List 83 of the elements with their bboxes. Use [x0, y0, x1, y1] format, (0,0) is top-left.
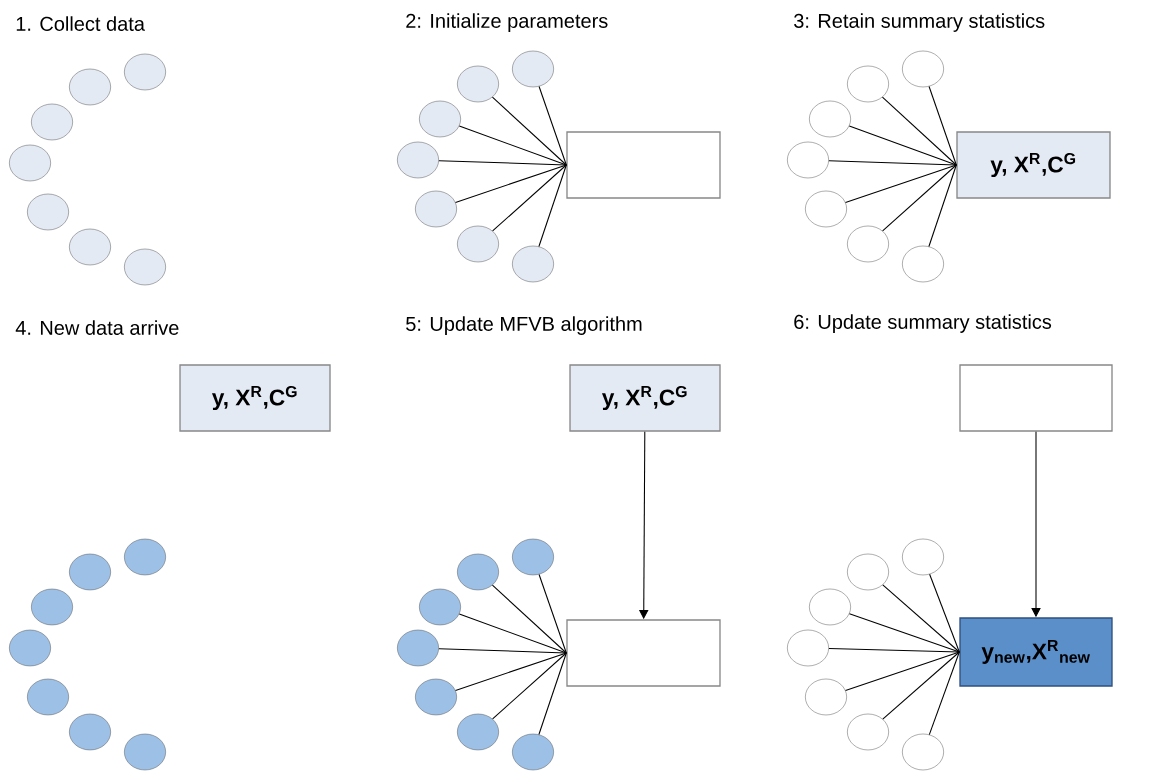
- text-box: y, X$^{R}$,C$^{G}$: [179, 364, 331, 432]
- circle: [902, 50, 944, 88]
- circle: [902, 245, 944, 283]
- circle: [457, 225, 499, 263]
- circle: [512, 245, 554, 283]
- connector-line: [882, 584, 960, 653]
- circle: [787, 141, 829, 179]
- circle: [512, 538, 554, 576]
- connector-line: [538, 652, 567, 735]
- connector-line: [848, 125, 957, 166]
- connector-line: [438, 648, 567, 654]
- connector-line: [538, 85, 567, 166]
- connector-line: [828, 648, 960, 653]
- circle: [397, 141, 439, 179]
- text-box: y, X$^{R}$,C$^{G}$: [956, 131, 1111, 199]
- circle: [902, 733, 944, 771]
- circle: [415, 190, 457, 228]
- empty-box: [959, 364, 1113, 432]
- circle: [9, 629, 51, 667]
- connector-line: [458, 613, 567, 654]
- circle: [397, 629, 439, 667]
- circle: [27, 193, 69, 231]
- circle: [69, 713, 111, 751]
- circle: [787, 629, 829, 667]
- connector-line: [455, 652, 567, 691]
- connector-line: [458, 125, 567, 166]
- circle: [27, 678, 69, 716]
- circle: [457, 713, 499, 751]
- empty-box: [566, 131, 721, 199]
- circle: [512, 50, 554, 88]
- connector-line: [848, 613, 960, 653]
- circle: [9, 144, 51, 182]
- connector-line: [828, 160, 957, 166]
- connector-line: [491, 584, 567, 654]
- circle: [419, 588, 461, 626]
- connector-line: [881, 96, 957, 166]
- circle: [805, 678, 847, 716]
- panel-title: 2: Initialize parameters: [406, 13, 608, 32]
- circle: [847, 713, 889, 751]
- circle: [809, 588, 851, 626]
- connector-line: [492, 164, 567, 232]
- circle: [124, 248, 166, 286]
- panel-title: 6: Update summary statistics: [794, 314, 1052, 333]
- connector-line: [455, 164, 567, 203]
- circle: [31, 588, 73, 626]
- circle: [124, 538, 166, 576]
- circle: [847, 65, 889, 103]
- connector-line: [929, 573, 960, 653]
- circle: [809, 100, 851, 138]
- circle: [124, 733, 166, 771]
- circle: [415, 678, 457, 716]
- panel-title: 5: Update MFVB algorithm: [406, 316, 642, 335]
- text-box: y$_{new}$,X$^{R}$new: [959, 617, 1113, 687]
- panel-title: 1. Collect data: [16, 16, 145, 31]
- circle: [419, 100, 461, 138]
- circle: [124, 53, 166, 91]
- circle: [69, 228, 111, 266]
- panel-title: 4. New data arrive: [15, 320, 179, 335]
- connector-line: [538, 573, 567, 654]
- panel-title: 3: Retain summary statistics: [794, 13, 1045, 32]
- circle: [847, 225, 889, 263]
- circle: [69, 553, 111, 591]
- connector-line: [538, 164, 567, 247]
- circle: [31, 103, 73, 141]
- connector-line: [438, 160, 567, 166]
- circle: [512, 733, 554, 771]
- connector-line: [492, 652, 567, 720]
- connector-line: [928, 164, 957, 247]
- circle: [457, 553, 499, 591]
- circle: [69, 68, 111, 106]
- circle: [457, 65, 499, 103]
- connector-line: [882, 164, 957, 232]
- circle: [902, 538, 944, 576]
- connector-line: [928, 85, 957, 166]
- circle: [805, 190, 847, 228]
- circle: [847, 553, 889, 591]
- empty-box: [566, 619, 721, 687]
- text-box: y, X$^{R}$,C$^{G}$: [569, 364, 721, 432]
- connector-line: [882, 651, 960, 720]
- connector-line: [845, 164, 957, 203]
- connector-line: [845, 651, 960, 691]
- connector-line: [491, 96, 567, 166]
- connector-line: [928, 651, 960, 736]
